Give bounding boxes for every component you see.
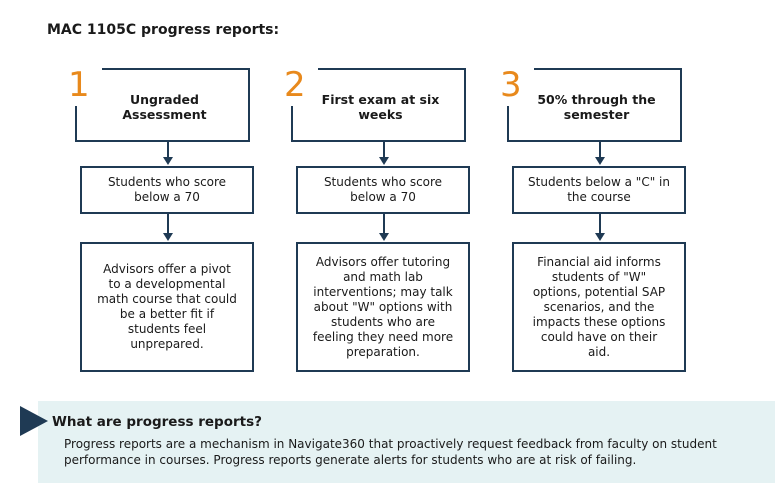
action-box: Advisors offer tutoring and math lab int… bbox=[296, 242, 470, 372]
down-arrow-icon bbox=[379, 214, 389, 242]
action-box: Financial aid informs students of "W" op… bbox=[512, 242, 686, 372]
down-arrow-icon bbox=[595, 214, 605, 242]
step-header-text: First exam at six weeks bbox=[321, 92, 440, 122]
step-header-text: Ungraded Assessment bbox=[122, 92, 207, 122]
step-number: 2 bbox=[284, 65, 306, 105]
step-header-box: Ungraded Assessment bbox=[75, 68, 250, 142]
step-number: 1 bbox=[68, 65, 90, 105]
step-column-2: 2 First exam at six weeks Students who s… bbox=[284, 68, 474, 378]
down-arrow-icon bbox=[595, 142, 605, 166]
action-box: Advisors offer a pivot to a developmenta… bbox=[80, 242, 254, 372]
step-column-1: 1 Ungraded Assessment Students who score… bbox=[68, 68, 258, 378]
step-header-text: 50% through the semester bbox=[537, 92, 656, 122]
step-number: 3 bbox=[500, 65, 522, 105]
step-column-3: 3 50% through the semester Students belo… bbox=[500, 68, 690, 378]
trigger-box: Students who score below a 70 bbox=[296, 166, 470, 214]
play-triangle-icon bbox=[20, 406, 48, 436]
info-panel bbox=[38, 401, 775, 483]
trigger-box: Students below a "C" in the course bbox=[512, 166, 686, 214]
step-header-box: 50% through the semester bbox=[507, 68, 682, 142]
down-arrow-icon bbox=[379, 142, 389, 166]
trigger-box: Students who score below a 70 bbox=[80, 166, 254, 214]
step-header-box: First exam at six weeks bbox=[291, 68, 466, 142]
info-body: Progress reports are a mechanism in Navi… bbox=[64, 437, 717, 467]
down-arrow-icon bbox=[163, 214, 173, 242]
page-title: MAC 1105C progress reports: bbox=[47, 22, 280, 38]
info-title: What are progress reports? bbox=[52, 414, 262, 430]
down-arrow-icon bbox=[163, 142, 173, 166]
